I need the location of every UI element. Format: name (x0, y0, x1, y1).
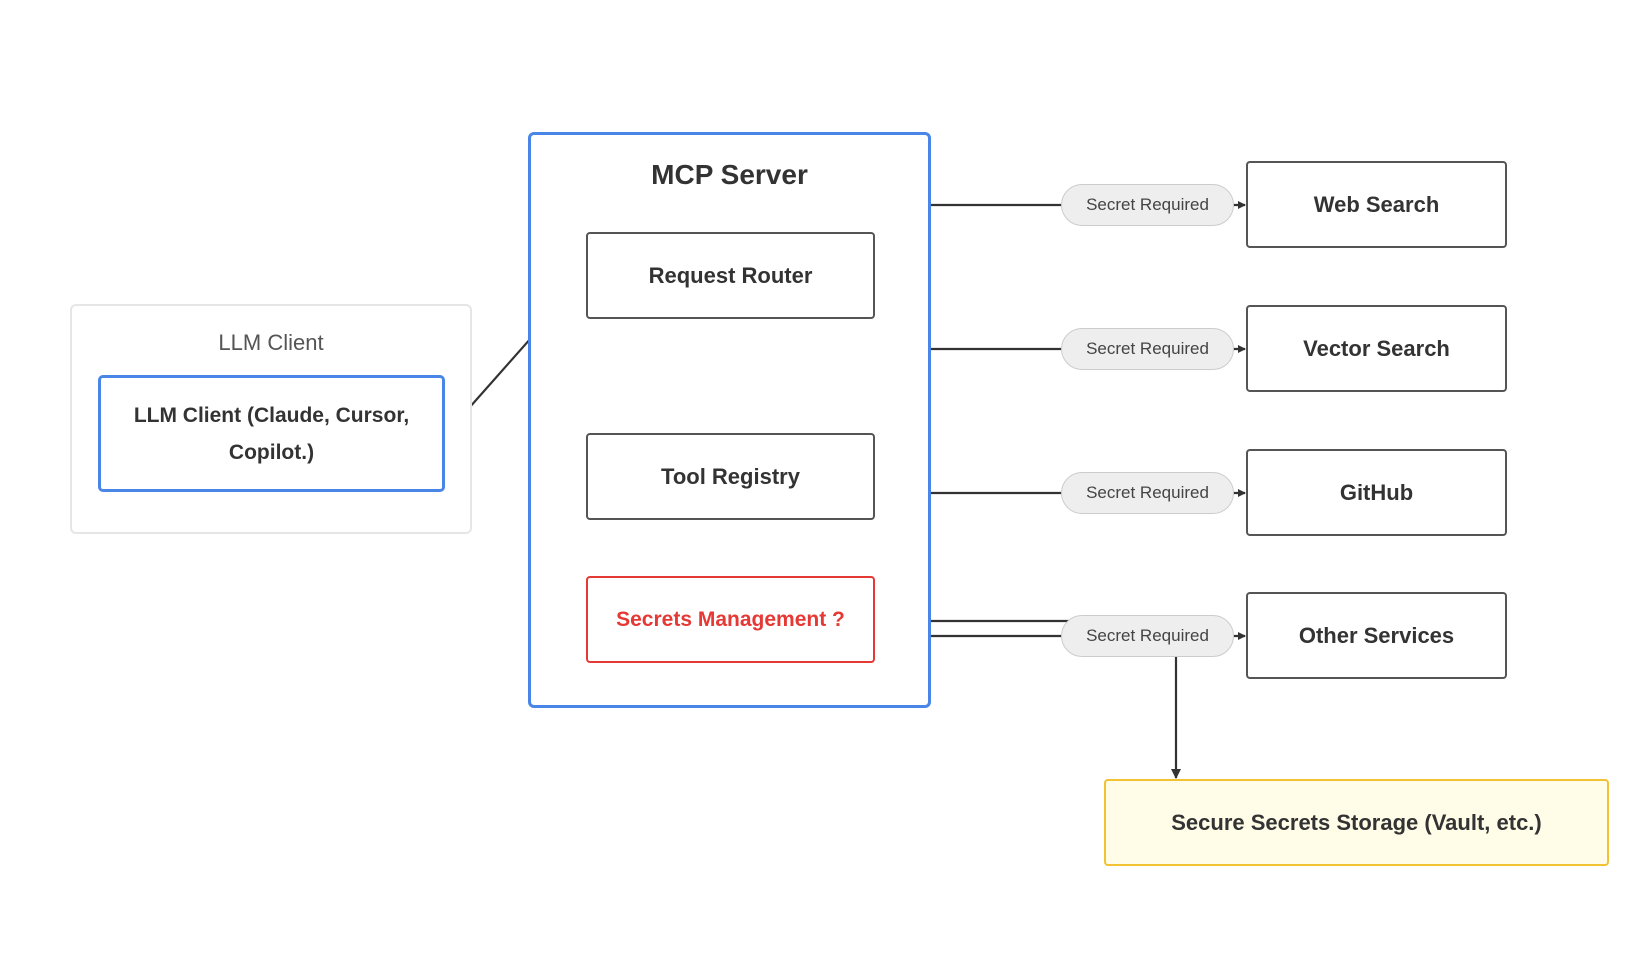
request-router-label: Request Router (648, 262, 813, 288)
github-node[interactable]: GitHub (1246, 449, 1507, 536)
edge-label-other-services: Secret Required (1061, 615, 1234, 657)
tool-registry-label: Tool Registry (661, 463, 800, 489)
web-search-label: Web Search (1313, 191, 1440, 217)
web-search-node[interactable]: Web Search (1246, 161, 1507, 248)
secrets-management-node[interactable]: Secrets Management ? (586, 576, 875, 663)
github-label: GitHub (1339, 479, 1414, 505)
request-router-node[interactable]: Request Router (586, 232, 875, 319)
vector-search-node[interactable]: Vector Search (1246, 305, 1507, 392)
vector-search-label: Vector Search (1303, 335, 1450, 361)
llm-client-group-title: LLM Client (218, 330, 324, 355)
tool-registry-node[interactable]: Tool Registry (586, 433, 875, 520)
edge-label-web-search: Secret Required (1061, 184, 1234, 226)
secure-secrets-storage-node[interactable]: Secure Secrets Storage (Vault, etc.) (1104, 779, 1609, 866)
secrets-management-label: Secrets Management ? (616, 607, 845, 631)
edge-label-github: Secret Required (1061, 472, 1234, 514)
secure-secrets-storage-label: Secure Secrets Storage (Vault, etc.) (1171, 809, 1542, 835)
other-services-node[interactable]: Other Services (1246, 592, 1507, 679)
edge-label-vector-search: Secret Required (1061, 328, 1234, 370)
mcp-server-group-title: MCP Server (651, 159, 808, 190)
other-services-label: Other Services (1298, 622, 1455, 648)
llm-client-node[interactable]: LLM Client (Claude, Cursor, Copilot.) (98, 375, 445, 492)
llm-client-label: LLM Client (Claude, Cursor, Copilot.) (133, 403, 410, 464)
